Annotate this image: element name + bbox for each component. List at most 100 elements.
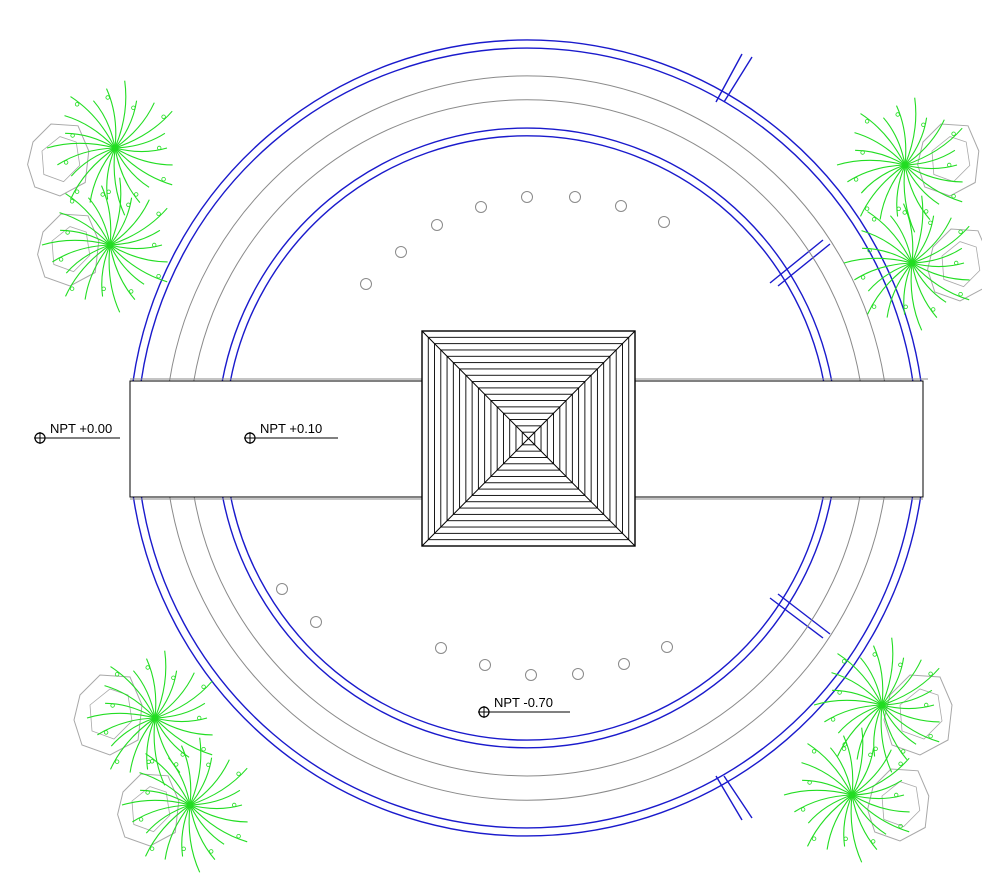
pyramid-step: [465, 374, 592, 503]
palm-seed: [901, 749, 906, 754]
bollard: [572, 668, 584, 680]
palm-frond: [807, 794, 853, 847]
palm-frond: [867, 211, 913, 264]
palm-seed: [145, 665, 150, 670]
palm-frond: [145, 658, 157, 719]
palm-frond: [824, 704, 883, 723]
bollard: [615, 200, 627, 212]
palm-frond: [164, 804, 191, 860]
wall-notch: [769, 239, 824, 284]
palm-frond: [109, 199, 150, 246]
palm-seed: [128, 289, 134, 294]
palm-frond: [41, 239, 111, 246]
palm-seed: [161, 114, 166, 119]
palm-frond: [910, 262, 923, 331]
palm-seed: [236, 771, 241, 776]
palm-frond: [851, 794, 887, 835]
wall-notch: [777, 593, 831, 635]
palm-frond: [911, 262, 947, 303]
palm-frond: [911, 225, 970, 264]
palm-seed: [156, 145, 162, 151]
palm-seed: [867, 248, 872, 253]
rock: [51, 226, 91, 273]
palm-frond: [189, 804, 216, 860]
wall-arc: [229, 135, 825, 382]
palm-frond: [109, 207, 168, 246]
palm-frond: [911, 262, 965, 268]
palm-frond: [108, 244, 121, 313]
rock: [867, 768, 930, 842]
palm-frond: [851, 727, 864, 796]
palm-frond: [154, 680, 213, 719]
palm-seed: [114, 759, 120, 764]
palm-frond: [109, 177, 122, 246]
palm-frond: [189, 759, 230, 806]
palm-frond: [911, 262, 938, 318]
palm-frond: [881, 704, 935, 710]
palm-frond: [872, 645, 884, 706]
palm-seed: [206, 762, 211, 767]
palm-seed: [133, 192, 139, 197]
palm-frond: [109, 229, 161, 246]
rock: [899, 688, 943, 740]
palm-tree: [836, 97, 963, 233]
pyramid-step: [509, 419, 548, 458]
palm-and-rock-planters: [27, 80, 982, 873]
palm-frond: [188, 804, 201, 873]
palm-seed: [100, 192, 105, 197]
level-marker-path: NPT +0.10: [244, 421, 338, 444]
palm-frond: [860, 164, 906, 194]
rock: [117, 773, 180, 847]
palm-frond: [70, 147, 116, 200]
palm-frond: [856, 704, 883, 760]
palm-seed: [841, 659, 847, 664]
palm-frond: [70, 96, 116, 149]
palm-seed: [841, 746, 847, 751]
palm-frond: [881, 667, 940, 706]
palm-frond: [189, 757, 213, 806]
palm-frond: [880, 704, 893, 773]
palm-seed: [69, 286, 75, 291]
palm-frond: [861, 230, 913, 264]
palm-seed: [873, 746, 878, 751]
palm-seed: [924, 209, 929, 214]
pyramid-step: [477, 387, 580, 490]
palm-frond: [904, 164, 963, 183]
palm-seed: [928, 220, 933, 225]
planter-group: [27, 80, 173, 313]
palm-frond: [114, 132, 166, 149]
palm-frond: [129, 717, 156, 773]
palm-frond: [84, 244, 111, 300]
palm-seed: [864, 119, 870, 124]
palm-frond: [911, 262, 970, 301]
palm-seed: [131, 105, 136, 110]
pyramid-step: [515, 425, 542, 452]
palm-frond: [109, 244, 145, 285]
palm-frond: [65, 244, 111, 297]
palm-seed: [928, 671, 933, 676]
rock: [941, 241, 981, 288]
palm-frond: [896, 164, 906, 217]
pyramid-ridge: [421, 330, 529, 439]
palm-frond: [895, 105, 907, 166]
bollard: [475, 201, 487, 213]
step-arc: [193, 496, 861, 777]
palm-frond: [881, 637, 894, 706]
palm-seed: [181, 846, 186, 851]
palm-seed: [902, 210, 907, 215]
bollard: [435, 642, 447, 654]
palm-frond: [145, 804, 191, 857]
palm-frond: [826, 794, 853, 850]
palm-seed: [149, 759, 155, 764]
palm-seed: [106, 189, 111, 194]
palm-frond: [862, 247, 913, 264]
palm-frond: [807, 794, 853, 824]
rock: [917, 123, 980, 197]
palm-seed: [811, 836, 817, 841]
palm-seed: [145, 790, 150, 795]
palm-seed: [830, 717, 836, 722]
palm-tree: [843, 195, 970, 331]
palm-frond: [167, 757, 191, 806]
palm-seed: [151, 242, 157, 248]
